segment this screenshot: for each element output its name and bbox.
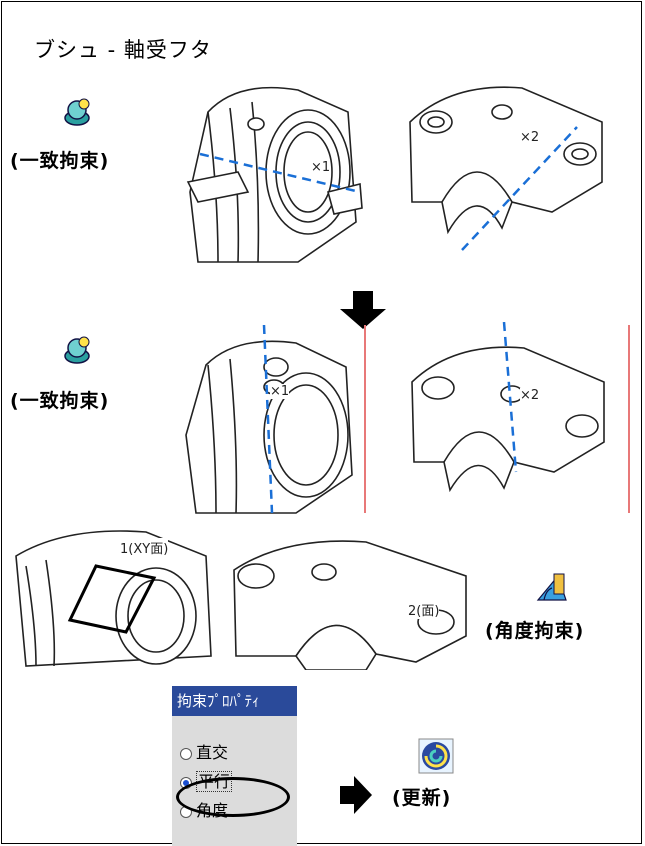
option-perpendicular[interactable]: 直交 bbox=[180, 742, 228, 764]
plane-label-1: 1(XY面) bbox=[120, 538, 169, 557]
target-label-2: ×2 bbox=[520, 130, 540, 145]
bushing-drawing bbox=[185, 325, 353, 514]
selection-highlight bbox=[176, 777, 290, 817]
update-icon[interactable] bbox=[418, 738, 454, 774]
separator-line bbox=[364, 325, 366, 513]
coincidence-constraint-icon[interactable] bbox=[60, 334, 94, 368]
bushing-drawing bbox=[15, 530, 212, 667]
coincidence-constraint-label: (一致拘束) bbox=[10, 390, 110, 412]
plane-label-2: 2(面) bbox=[408, 600, 440, 619]
coincidence-constraint-label: (一致拘束) bbox=[10, 150, 110, 172]
target-label-1: ×1 bbox=[270, 384, 290, 399]
page-title: ブシュ - 軸受フタ bbox=[34, 38, 212, 62]
constraint-properties-panel: 拘束ﾌﾟﾛﾊﾟﾃｨ 直交 平行 角度 bbox=[172, 686, 297, 846]
separator-line bbox=[628, 325, 630, 513]
arrow-right-icon bbox=[340, 776, 372, 814]
bearing-cap-drawing bbox=[409, 86, 603, 251]
coincidence-constraint-icon[interactable] bbox=[60, 96, 94, 130]
update-label: (更新) bbox=[392, 787, 452, 809]
bushing-drawing bbox=[186, 86, 363, 263]
panel-title: 拘束ﾌﾟﾛﾊﾟﾃｨ bbox=[172, 686, 297, 716]
target-label-2: ×2 bbox=[520, 388, 540, 403]
angle-constraint-icon[interactable] bbox=[536, 570, 574, 602]
bearing-cap-drawing bbox=[411, 322, 605, 492]
radio-icon[interactable] bbox=[180, 747, 192, 760]
bearing-cap-drawing bbox=[233, 540, 467, 670]
option-label: 直交 bbox=[196, 743, 229, 762]
arrow-down-icon bbox=[340, 291, 386, 329]
angle-constraint-label: (角度拘束) bbox=[485, 620, 585, 642]
target-label-1: ×1 bbox=[311, 160, 331, 175]
